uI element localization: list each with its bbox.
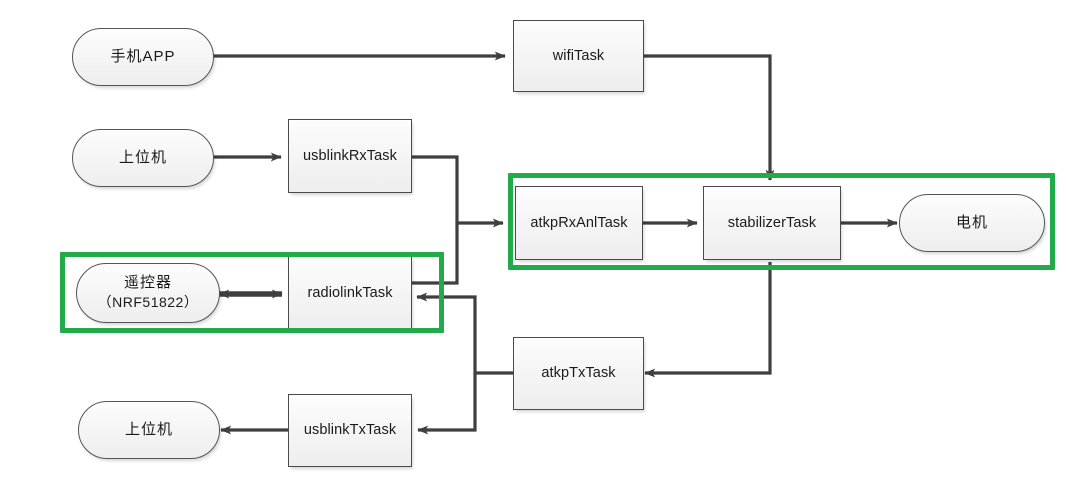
node-atkp-tx-task[interactable]: atkpTxTask [513,337,644,410]
edge-usblinkrx-to-atkprxanl [412,155,504,228]
group-frame-radio-link [60,252,444,333]
node-phone-app-label: 手机APP [110,47,176,65]
node-host-pc-rx[interactable]: 上位机 [72,129,214,187]
node-usblink-rx-task-label: usblinkRxTask [303,147,397,164]
node-wifi-task-label: wifiTask [552,47,605,64]
node-host-pc-rx-label: 上位机 [118,148,167,166]
edge-wifitask-to-stabilizer [644,54,775,181]
node-atkp-tx-task-label: atkpTxTask [541,365,616,382]
node-host-pc-tx[interactable]: 上位机 [78,401,220,459]
group-frame-control-loop [508,173,1055,270]
node-wifi-task[interactable]: wifiTask [513,20,644,92]
edge-atkptx-to-usblinktx [417,373,477,435]
node-phone-app[interactable]: 手机APP [72,28,214,86]
edge-stabilizer-to-atkptx [644,262,772,378]
node-usblink-tx-task-label: usblinkTxTask [303,422,397,439]
node-host-pc-tx-label: 上位机 [124,420,173,438]
node-usblink-tx-task[interactable]: usblinkTxTask [288,394,412,467]
node-usblink-rx-task[interactable]: usblinkRxTask [288,119,412,193]
